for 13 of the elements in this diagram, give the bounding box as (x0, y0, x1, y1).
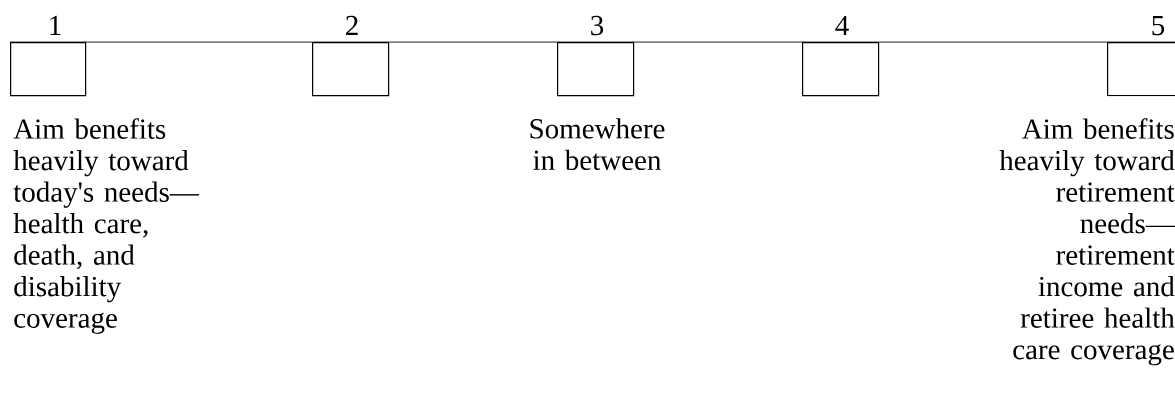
description-text: Somewhere in between (530, 118, 665, 171)
scale-number: 5 (1152, 16, 1165, 36)
scale-number: 2 (346, 15, 358, 35)
scale-number: 1 (50, 15, 61, 35)
description-text: Aim benefits heavily toward today's needs—health care, death, and disability coverage (13, 118, 200, 334)
checkbox (557, 42, 635, 97)
description-text: Aim benefits heavily toward retirement needs—retirement income and retiree health care coverage (999, 118, 1175, 366)
checkbox (10, 42, 87, 97)
checkbox (312, 42, 390, 97)
scale-number: 4 (835, 15, 849, 35)
checkbox (802, 42, 880, 97)
scale-number: 3 (591, 15, 604, 36)
checkbox (1107, 42, 1175, 97)
